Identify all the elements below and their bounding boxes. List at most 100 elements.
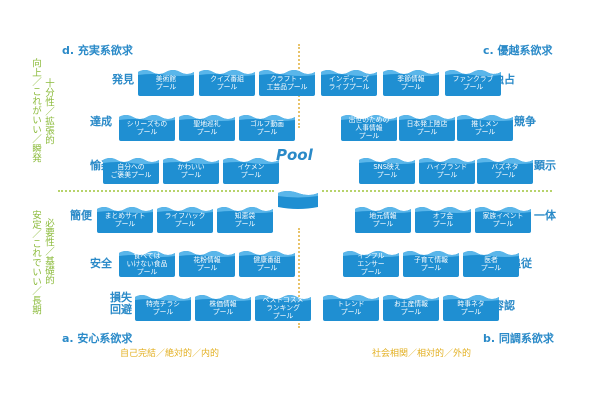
row-label-discovery: 発見 xyxy=(112,73,134,86)
pool-block-shape xyxy=(97,207,153,233)
pool-block: クラフト・ 工芸品プール xyxy=(258,67,316,97)
pool-block-shape xyxy=(323,295,379,321)
pool-label: オフ会 プール xyxy=(432,212,454,228)
pool-block-shape xyxy=(321,70,377,96)
pool-label: ライフハック プール xyxy=(164,212,206,228)
pool-block-shape xyxy=(341,115,397,141)
left-axis-bottom-1: 安定／これでいい／長期 xyxy=(30,210,41,315)
pool-block: 健康番組 プール xyxy=(238,248,296,278)
pool-label: ファンクラブ プール xyxy=(452,75,494,91)
pool-block-shape xyxy=(415,207,471,233)
pool-label: イケメン プール xyxy=(237,163,265,179)
pool-label: 季節情報 プール xyxy=(397,75,425,91)
pool-block: ファンクラブ プール xyxy=(444,67,502,97)
pool-label: かわいい プール xyxy=(177,163,205,179)
pool-block: 医者 プール xyxy=(462,248,520,278)
pool-label: ベストコスメ ランキング プール xyxy=(262,296,304,320)
pool-block: 日本発上陸店 プール xyxy=(398,112,456,142)
pool-block: ゴルフ動画 プール xyxy=(238,112,296,142)
pool-label: 時事ネタ プール xyxy=(457,300,485,316)
pool-block: 家族イベント プール xyxy=(474,204,532,234)
pool-block: かわいい プール xyxy=(162,155,220,185)
pool-block: 食べては いけない食品 プール xyxy=(118,248,176,278)
pool-block-shape xyxy=(445,70,501,96)
pool-block: 株価情報 プール xyxy=(194,292,252,322)
pool-block-shape xyxy=(359,158,415,184)
pool-label: ハイブランド プール xyxy=(426,163,468,179)
vertical-divider-bottom xyxy=(298,228,300,328)
pool-block: ベストコスメ ランキング プール xyxy=(254,292,312,322)
pool-block: SNS映え プール xyxy=(358,155,416,185)
pool-block-shape xyxy=(217,207,273,233)
pool-label: 聖地巡礼 プール xyxy=(193,120,221,136)
pool-block-shape xyxy=(195,295,251,321)
pool-label: 知恵袋 プール xyxy=(234,212,256,228)
pool-label: バズネタ プール xyxy=(491,163,519,179)
pool-block: ライフハック プール xyxy=(156,204,214,234)
pool-label: クラフト・ 工芸品プール xyxy=(266,75,308,91)
pool-block-shape xyxy=(103,158,159,184)
pool-block: インディーズ ライブプール xyxy=(320,67,378,97)
pool-block-shape xyxy=(419,158,475,184)
bottom-axis-right: 社会相関／相対的／外的 xyxy=(372,349,472,359)
row-label-display: 顕示 xyxy=(534,159,556,172)
left-axis-top-1: 向上／これがいい／瞬発 xyxy=(30,58,41,163)
left-axis-top-2: 十分性／拡張的 xyxy=(43,78,54,145)
pool-block-shape xyxy=(259,70,315,96)
pool-label: 特売チラシ プール xyxy=(146,300,180,316)
pool-label: 出世のための 人事情報 プール xyxy=(348,116,390,140)
pool-block: 時事ネタ プール xyxy=(442,292,500,322)
center-pool-icon xyxy=(276,187,320,211)
pool-block: オフ会 プール xyxy=(414,204,472,234)
pool-block-shape xyxy=(383,70,439,96)
pool-block-shape xyxy=(255,295,311,321)
pool-block-shape xyxy=(477,158,533,184)
pool-label: 美術館 プール xyxy=(155,75,177,91)
pool-label: 食べては いけない食品 プール xyxy=(126,252,168,276)
pool-label: インディーズ ライブプール xyxy=(328,75,370,91)
pool-block-shape xyxy=(179,251,235,277)
pool-label: 家族イベント プール xyxy=(482,212,524,228)
pool-block: 出世のための 人事情報 プール xyxy=(340,112,398,142)
pool-block: 推しメン プール xyxy=(456,112,514,142)
row-label-convenience: 簡便 xyxy=(70,209,92,222)
row-label-achievement: 達成 xyxy=(90,115,112,128)
pool-block: お土産情報 プール xyxy=(382,292,440,322)
pool-block: 子育て情報 プール xyxy=(402,248,460,278)
pool-block-shape xyxy=(475,207,531,233)
pool-block-shape xyxy=(463,251,519,277)
pool-block: 季節情報 プール xyxy=(382,67,440,97)
left-axis-bottom-2: 必要性／基礎的 xyxy=(43,218,54,285)
pool-block-shape xyxy=(223,158,279,184)
pool-block-shape xyxy=(135,295,191,321)
pool-block: ハイブランド プール xyxy=(418,155,476,185)
pool-label: 株価情報 プール xyxy=(209,300,237,316)
pool-block: 特売チラシ プール xyxy=(134,292,192,322)
pool-block-shape xyxy=(343,251,399,277)
pool-block-shape xyxy=(179,115,235,141)
pool-label: トレンド プール xyxy=(337,300,365,316)
pool-block-shape xyxy=(457,115,513,141)
pool-label: インフル エンサー プール xyxy=(357,252,385,276)
pool-label: クイズ番組 プール xyxy=(210,75,244,91)
pool-block: インフル エンサー プール xyxy=(342,248,400,278)
pool-block: イケメン プール xyxy=(222,155,280,185)
pool-label: シリーズもの プール xyxy=(126,120,168,136)
pool-block-shape xyxy=(399,115,455,141)
pool-block-shape xyxy=(119,251,175,277)
pool-block-shape xyxy=(199,70,255,96)
pool-label: お土産情報 プール xyxy=(394,300,428,316)
pool-label: 推しメン プール xyxy=(471,120,499,136)
pool-block-shape xyxy=(119,115,175,141)
pool-block-shape xyxy=(138,70,194,96)
pool-block-shape xyxy=(355,207,411,233)
pool-label: 医者 プール xyxy=(480,256,502,272)
pool-block: シリーズもの プール xyxy=(118,112,176,142)
pool-label: 花粉情報 プール xyxy=(193,256,221,272)
pool-block-shape xyxy=(403,251,459,277)
pool-label: 健康番組 プール xyxy=(253,256,281,272)
pool-block: 美術館 プール xyxy=(137,67,195,97)
pool-block-shape xyxy=(157,207,213,233)
pool-block: クイズ番組 プール xyxy=(198,67,256,97)
